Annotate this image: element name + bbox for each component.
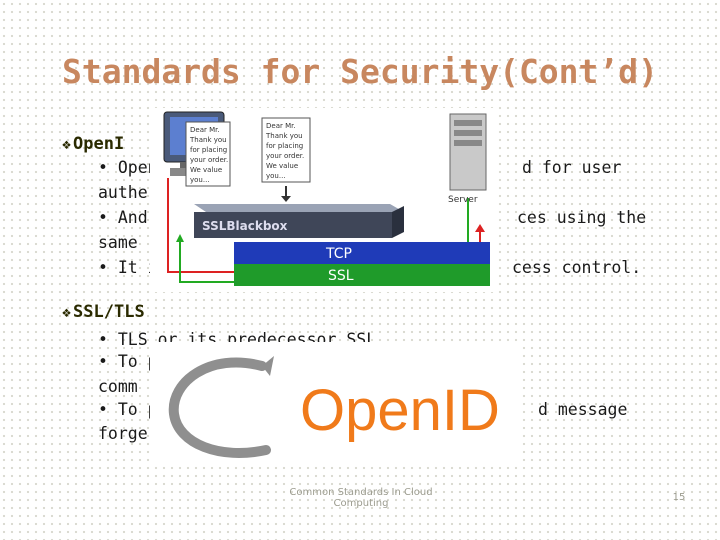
text-line: d for user — [522, 158, 622, 177]
svg-text:your order.: your order. — [190, 156, 228, 164]
text-line: d message — [538, 400, 628, 419]
ssl-blackbox-icon: SSLBlackbox — [194, 204, 404, 238]
letter-document-icon: Dear Mr. Thank you for placing your orde… — [185, 121, 231, 187]
openid-wordmark: OpenID — [300, 378, 500, 443]
svg-text:for placing: for placing — [266, 142, 303, 150]
text-line: • And — [98, 208, 148, 227]
text-line: cess control. — [512, 258, 642, 277]
svg-text:We value: We value — [190, 166, 222, 174]
tcp-layer-bar: TCP — [234, 242, 490, 264]
letter-document-icon: Dear Mr. Thank you for placing your orde… — [261, 117, 311, 183]
text-line: • To p — [98, 400, 158, 419]
text-line: • To p — [98, 352, 158, 371]
ssl-diagram-image: Dear Mr. Thank you for placing your orde… — [150, 108, 494, 292]
text-line: comm — [98, 377, 138, 396]
openid-logo-svg: OpenID — [150, 342, 522, 464]
ssl-diagram-svg: Dear Mr. Thank you for placing your orde… — [150, 108, 494, 292]
page-number: 15 — [672, 492, 686, 503]
svg-text:Dear Mr.: Dear Mr. — [266, 122, 296, 130]
svg-text:you...: you... — [266, 172, 286, 180]
section-heading-ssl-tls: ❖SSL/TLS — [62, 302, 145, 322]
svg-text:Dear Mr.: Dear Mr. — [190, 126, 220, 134]
text-line: same — [98, 233, 138, 252]
svg-text:We value: We value — [266, 162, 298, 170]
svg-text:SSLBlackbox: SSLBlackbox — [202, 219, 288, 233]
text-line: • Open — [98, 158, 158, 177]
svg-text:TCP: TCP — [325, 246, 352, 262]
svg-text:you...: you... — [190, 176, 210, 184]
svg-text:SSL: SSL — [328, 268, 354, 284]
slide-title: Standards for Security(Cont’d) — [61, 52, 659, 91]
text-line: authe — [98, 183, 148, 202]
openid-logo-image: OpenID — [150, 342, 522, 464]
svg-text:Thank you: Thank you — [265, 132, 303, 140]
svg-text:your order.: your order. — [266, 152, 304, 160]
text-line: ces using the — [517, 208, 647, 227]
server-icon: Server — [448, 113, 487, 205]
svg-text:Server: Server — [448, 195, 478, 205]
footer-text: Common Standards In Cloud Computing — [289, 487, 433, 509]
section-heading-openid: ❖OpenI — [62, 134, 125, 154]
diamond-bullet-icon: ❖ — [62, 303, 72, 321]
diamond-bullet-icon: ❖ — [62, 135, 72, 153]
svg-text:for placing: for placing — [190, 146, 227, 154]
ssl-layer-bar: SSL — [234, 264, 490, 286]
text-line: forge — [98, 424, 148, 443]
svg-text:Thank you: Thank you — [189, 136, 227, 144]
